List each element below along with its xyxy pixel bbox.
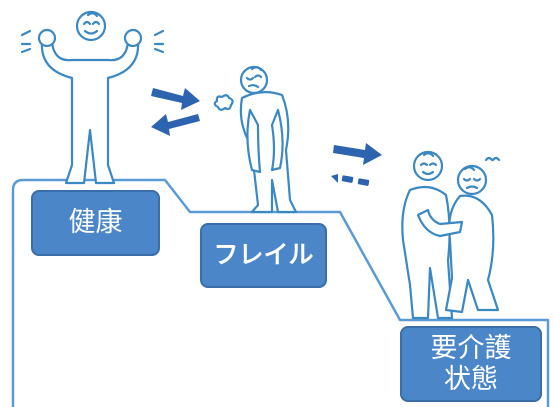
stage-label-line: 状態 bbox=[444, 364, 498, 395]
arrow-right-icon bbox=[151, 88, 200, 110]
stage-label-line: 要介護 bbox=[431, 333, 512, 364]
frail-person-icon bbox=[215, 67, 296, 212]
stage-label-care: 要介護 状態 bbox=[400, 326, 542, 402]
stage-label-healthy: 健康 bbox=[31, 190, 160, 256]
stage-label-frailty: フレイル bbox=[200, 223, 327, 288]
arrow-right-icon bbox=[333, 143, 382, 165]
healthy-person-icon bbox=[22, 12, 163, 183]
arrow-left-icon bbox=[151, 114, 200, 136]
care-persons-icon bbox=[402, 152, 499, 318]
stage-label-text: フレイル bbox=[213, 241, 313, 270]
stage-label-text: 健康 bbox=[69, 207, 123, 238]
dashed-arrow-left-icon bbox=[331, 174, 369, 186]
